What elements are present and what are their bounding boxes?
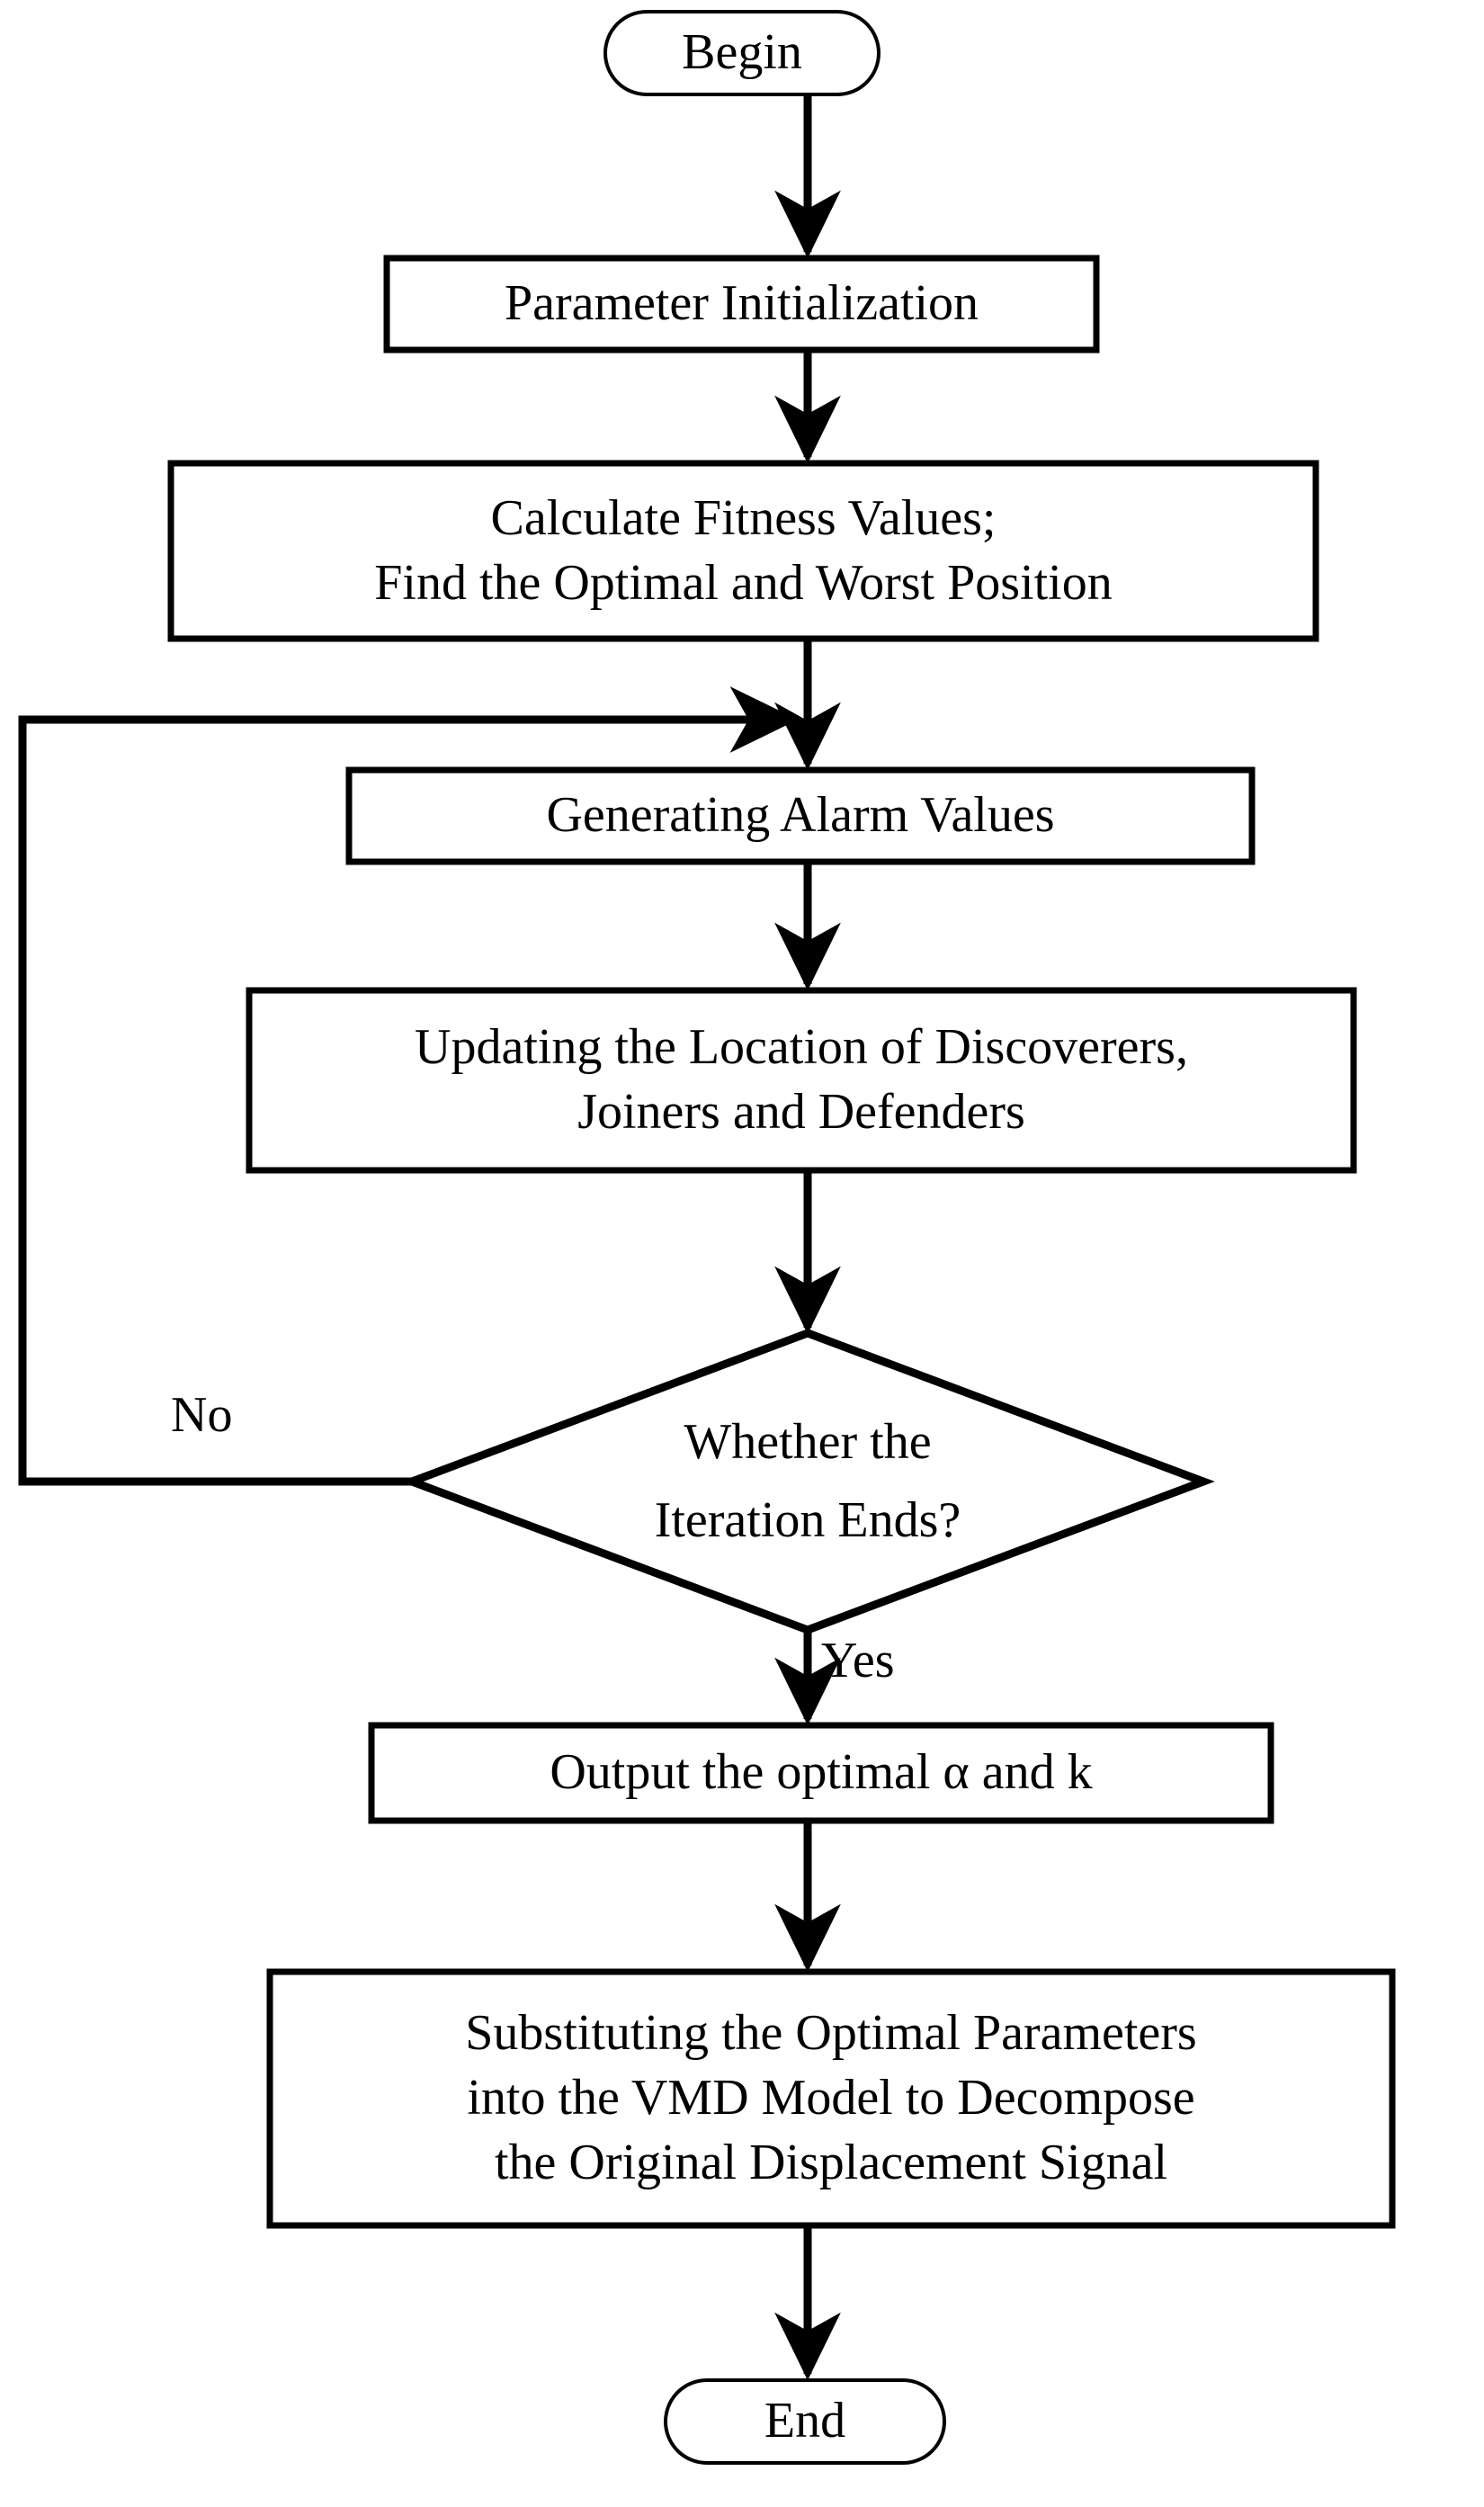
node-shape-parameter-initialization[interactable] (383, 255, 1100, 354)
edge-label-no: No (171, 1387, 233, 1443)
node-shape-end[interactable] (664, 2378, 946, 2465)
node-shape-begin[interactable] (603, 10, 881, 96)
edge-label-yes: Yes (821, 1633, 895, 1688)
node-shape-generating-alarm-values[interactable] (345, 766, 1256, 865)
node-shape-iteration-decision[interactable] (400, 1329, 1215, 1634)
node-shape-updating-location[interactable] (246, 987, 1357, 1174)
node-shape-calculate-fitness[interactable] (167, 460, 1319, 642)
edge-decision-no-loop-back (18, 686, 799, 1486)
node-shape-output-parameters[interactable] (368, 1722, 1274, 1824)
node-shape-substitute-vmd[interactable] (266, 1968, 1396, 2229)
